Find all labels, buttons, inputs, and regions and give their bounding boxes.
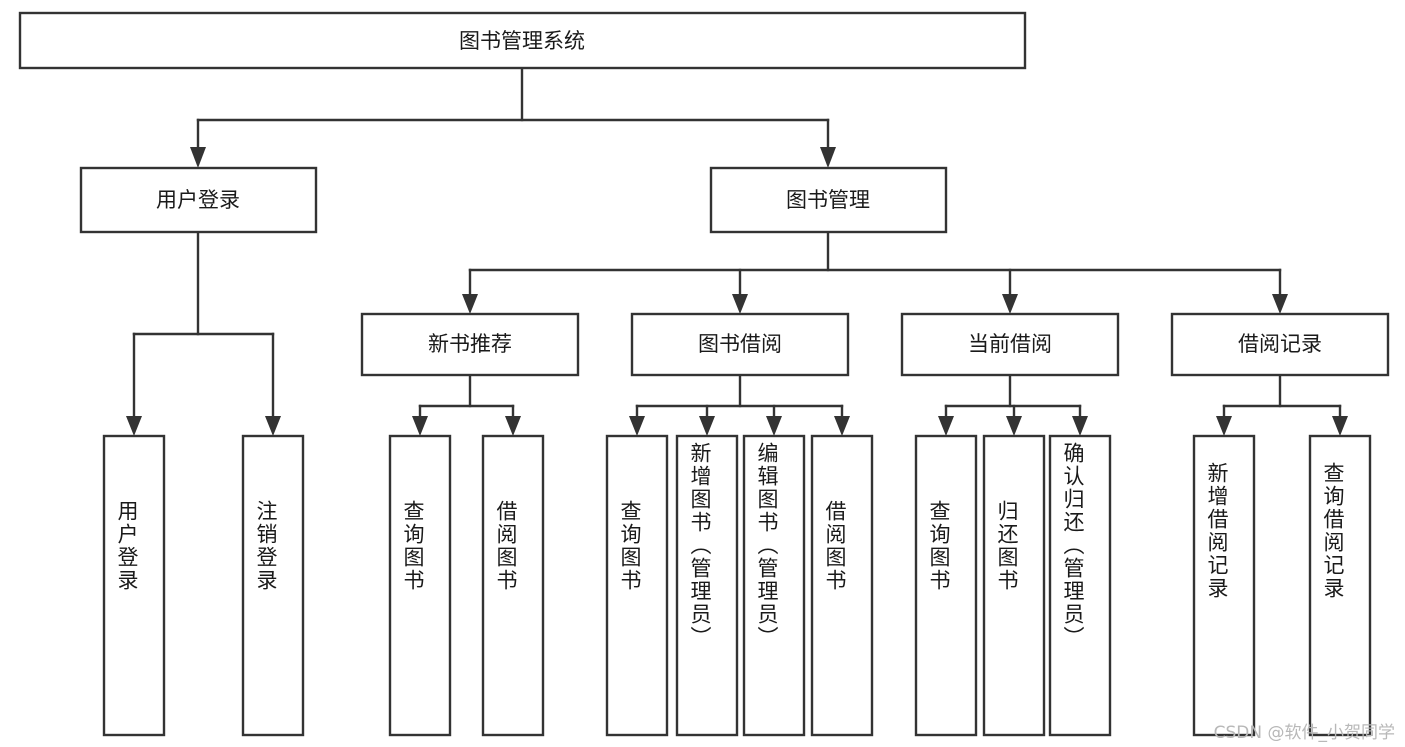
- connector-layer: [126, 66, 1348, 436]
- label-book-manage: 图书管理: [786, 188, 870, 212]
- leaf-borrow-book-2[interactable]: [810, 434, 874, 737]
- leaf-query-book-2[interactable]: [605, 434, 669, 737]
- arrow-head-book-borrow: [732, 294, 748, 314]
- arrow-head-leaf-query-record: [1332, 416, 1348, 436]
- node-current-borrow[interactable]: [900, 312, 1120, 377]
- leaf-add-record[interactable]: [1192, 434, 1256, 737]
- label-root: 图书管理系统: [459, 29, 585, 53]
- label-borrow-record: 借阅记录: [1238, 332, 1322, 356]
- arrow-head-borrow-record: [1272, 294, 1288, 314]
- leaf-user-login[interactable]: [102, 434, 166, 737]
- arrow-head-leaf-query-book-3: [938, 416, 954, 436]
- arrow-head-leaf-return-book: [1006, 416, 1022, 436]
- arrow-head-leaf-borrow-book-2: [834, 416, 850, 436]
- node-user-login[interactable]: [79, 166, 318, 234]
- label-book-borrow: 图书借阅: [698, 332, 782, 356]
- node-book-borrow[interactable]: [630, 312, 850, 377]
- label-user-login: 用户登录: [156, 188, 240, 212]
- node-new-book-rec[interactable]: [360, 312, 580, 377]
- arrow-head-current-borrow: [1002, 294, 1018, 314]
- leaf-confirm-return[interactable]: [1048, 434, 1112, 737]
- label-current-borrow: 当前借阅: [968, 332, 1052, 356]
- label-new-book-rec: 新书推荐: [428, 332, 512, 356]
- node-root[interactable]: [18, 11, 1027, 70]
- arrow-head-leaf-add-book: [699, 416, 715, 436]
- leaf-query-record[interactable]: [1308, 434, 1372, 737]
- leaf-edit-book[interactable]: [742, 434, 806, 737]
- node-borrow-record[interactable]: [1170, 312, 1390, 377]
- arrow-head-leaf-query-book-2: [629, 416, 645, 436]
- leaf-add-book[interactable]: [675, 434, 739, 737]
- arrow-head-new-book-rec: [462, 294, 478, 314]
- node-layer: [18, 11, 1390, 737]
- arrow-head-user-login: [190, 147, 206, 168]
- leaf-query-book-1[interactable]: [388, 434, 452, 737]
- leaf-borrow-book-1[interactable]: [481, 434, 545, 737]
- leaf-return-book[interactable]: [982, 434, 1046, 737]
- node-book-manage[interactable]: [709, 166, 948, 234]
- arrow-head-leaf-borrow-book-1: [505, 416, 521, 436]
- arrow-head-leaf-query-book-1: [412, 416, 428, 436]
- horizontal-label-layer: 图书管理系统 用户登录 图书管理 新书推荐 图书借阅 当前借阅 借阅记录: [156, 29, 1322, 356]
- arrow-head-book-manage: [820, 147, 836, 168]
- arrow-head-leaf-edit-book: [766, 416, 782, 436]
- leaf-query-book-3[interactable]: [914, 434, 978, 737]
- arrow-head-leaf-confirm-return: [1072, 416, 1088, 436]
- arrow-head-leaf-logout: [265, 416, 281, 436]
- arrow-head-leaf-add-record: [1216, 416, 1232, 436]
- leaf-logout[interactable]: [241, 434, 305, 737]
- arrow-head-leaf-user-login: [126, 416, 142, 436]
